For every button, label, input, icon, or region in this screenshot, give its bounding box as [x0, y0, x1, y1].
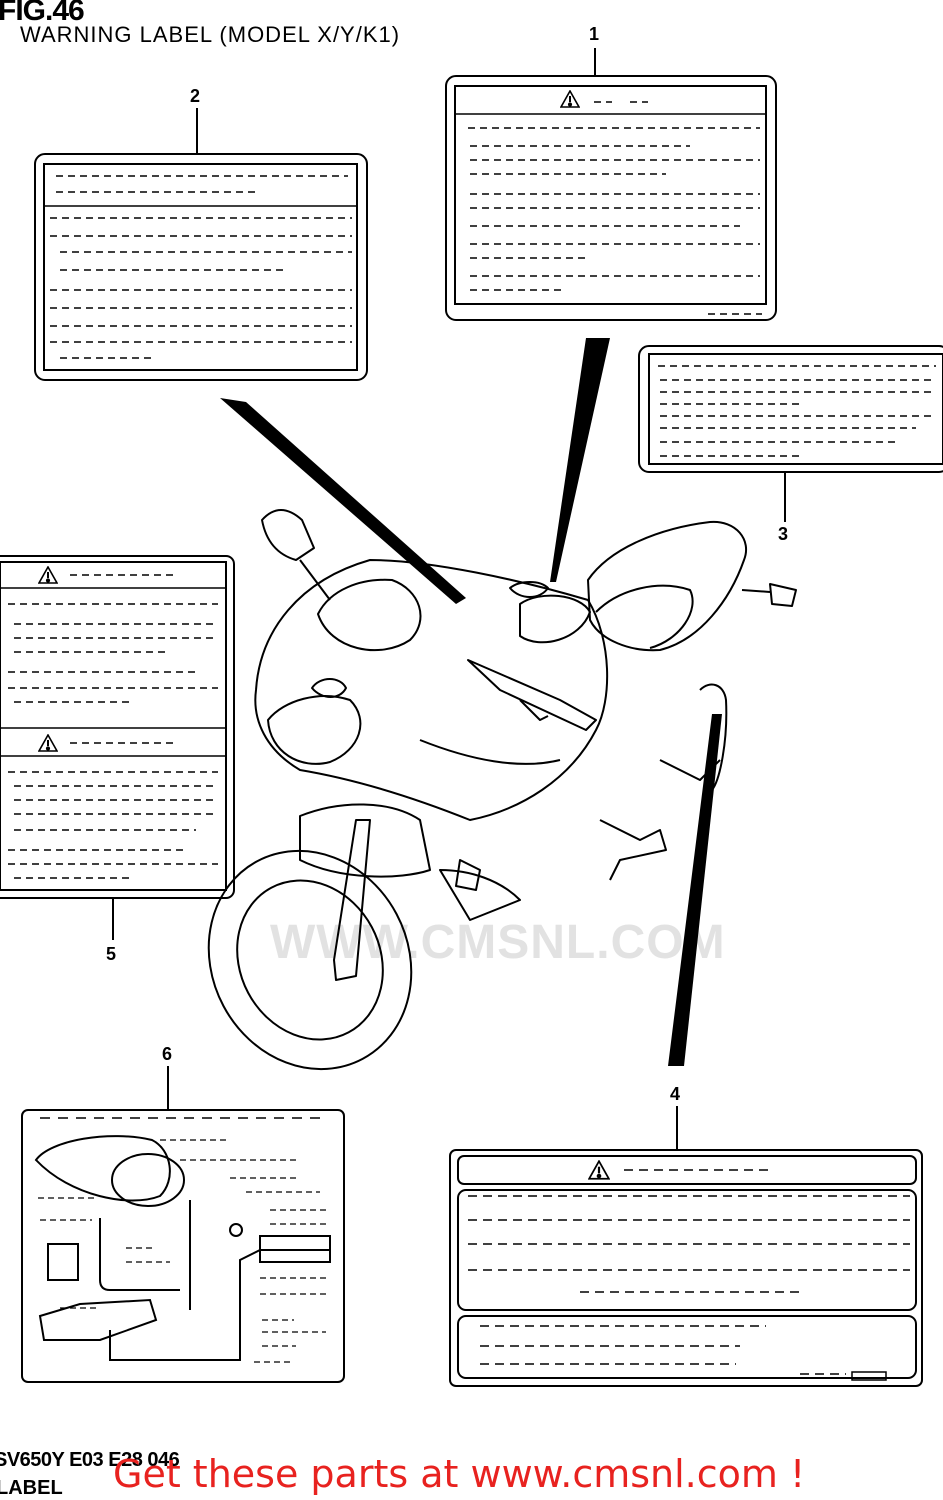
- warning-triangle-icon: [38, 734, 58, 752]
- callout-2: 2: [190, 86, 201, 106]
- label-2: [34, 108, 368, 381]
- section-label: LABEL: [0, 1477, 63, 1499]
- label-4: [449, 1106, 923, 1387]
- warning-triangle-icon: [560, 90, 580, 108]
- label-1: [445, 48, 777, 321]
- motorcycle-outline: [207, 509, 797, 1071]
- warning-triangle-icon: [38, 566, 58, 584]
- promo-link[interactable]: Get these parts at www.cmsnl.com !: [113, 1452, 806, 1496]
- drawing-code: SV650Y E03 E28 046: [0, 1449, 180, 1471]
- callout-6: 6: [162, 1044, 173, 1064]
- callout-3: 3: [778, 524, 789, 544]
- figure-number: FIG.46: [0, 0, 85, 27]
- label-3: [638, 345, 943, 522]
- label-6: [21, 1066, 345, 1383]
- watermark: WWW.CMSNL.COM: [270, 916, 726, 969]
- warning-triangle-icon: [588, 1160, 610, 1180]
- callout-4: 4: [670, 1084, 681, 1104]
- callout-1: 1: [589, 24, 600, 44]
- callout-5: 5: [106, 944, 117, 964]
- parts-diagram: [0, 48, 943, 1387]
- figure-subtitle: WARNING LABEL (MODEL X/Y/K1): [20, 22, 401, 47]
- label-5: [0, 555, 235, 940]
